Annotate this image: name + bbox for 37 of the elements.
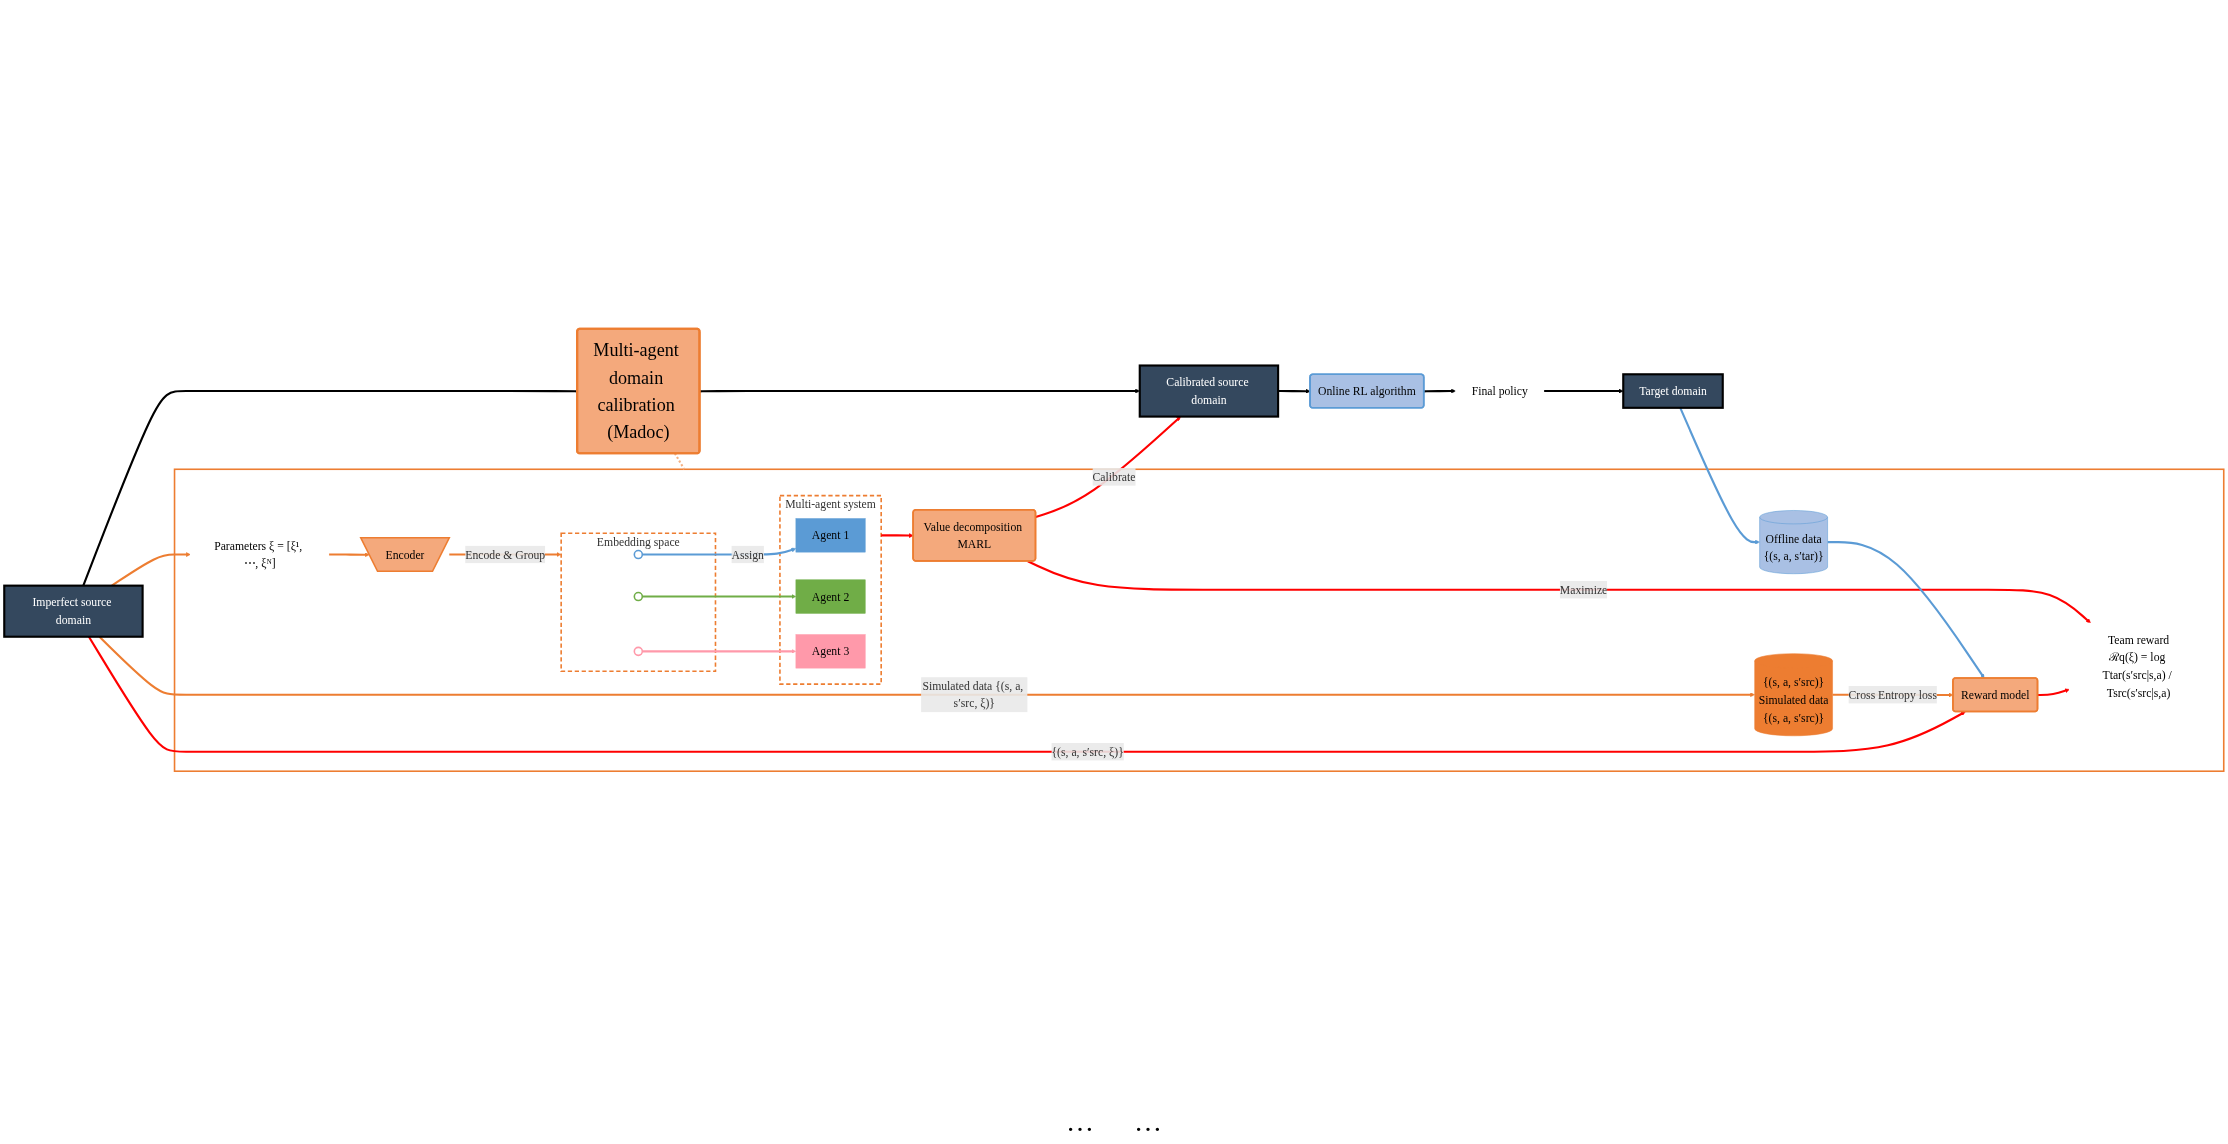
- node-text: Team reward ℛq(ξ) = log Ttar(s′src|s,a) / Tsrc(s′src|s,a): [2102, 633, 2172, 700]
- node-text: Parameters ξ = [ξ¹, ⋯, ξᴺ]: [214, 539, 303, 570]
- node-box: Imperfect source domain: [3, 584, 144, 638]
- arrow: [1424, 388, 1456, 394]
- edge-label: Simulated data {(s, a, s′src, ξ)}: [922, 679, 1024, 711]
- arrow: [1278, 388, 1311, 394]
- node-circle: [633, 549, 644, 560]
- edge-label: Cross Entropy loss: [1848, 688, 1937, 702]
- arrow: [98, 635, 1755, 698]
- arrow: [1035, 416, 1181, 518]
- cluster: Embedding space: [560, 532, 717, 673]
- node-box: Agent 2: [795, 579, 866, 614]
- edge-label: {(s, a, s′src, ξ)}: [1051, 745, 1124, 759]
- edge-label: Encode & Group: [465, 547, 546, 562]
- edge-label: Assign: [731, 547, 764, 562]
- node-box: Agent 3: [795, 634, 866, 669]
- arrow: [1679, 407, 1760, 545]
- arrow: [1827, 541, 1985, 679]
- node-circle: [633, 646, 644, 657]
- arrow: [881, 533, 914, 538]
- arrow: [2037, 688, 2070, 697]
- node-box: Calibrated source domain: [1138, 364, 1280, 418]
- arrow: [642, 649, 797, 654]
- edge-label: Maximize: [1559, 583, 1608, 597]
- ellipsis-note: …: [1066, 1106, 1094, 1138]
- node-box: Agent 1: [795, 518, 866, 553]
- arrow: [642, 594, 797, 599]
- arrow: [328, 552, 370, 558]
- arrow: [1027, 560, 2091, 624]
- ellipsis-note: …: [1134, 1106, 1162, 1138]
- arrow: [1543, 388, 1624, 394]
- node-box: Target domain: [1622, 373, 1724, 409]
- arrow: [88, 636, 1966, 753]
- node-text: Final policy: [1471, 384, 1528, 398]
- arrow: [699, 388, 1140, 394]
- edge-label: Calibrate: [1092, 470, 1136, 484]
- node-circle: [633, 591, 644, 602]
